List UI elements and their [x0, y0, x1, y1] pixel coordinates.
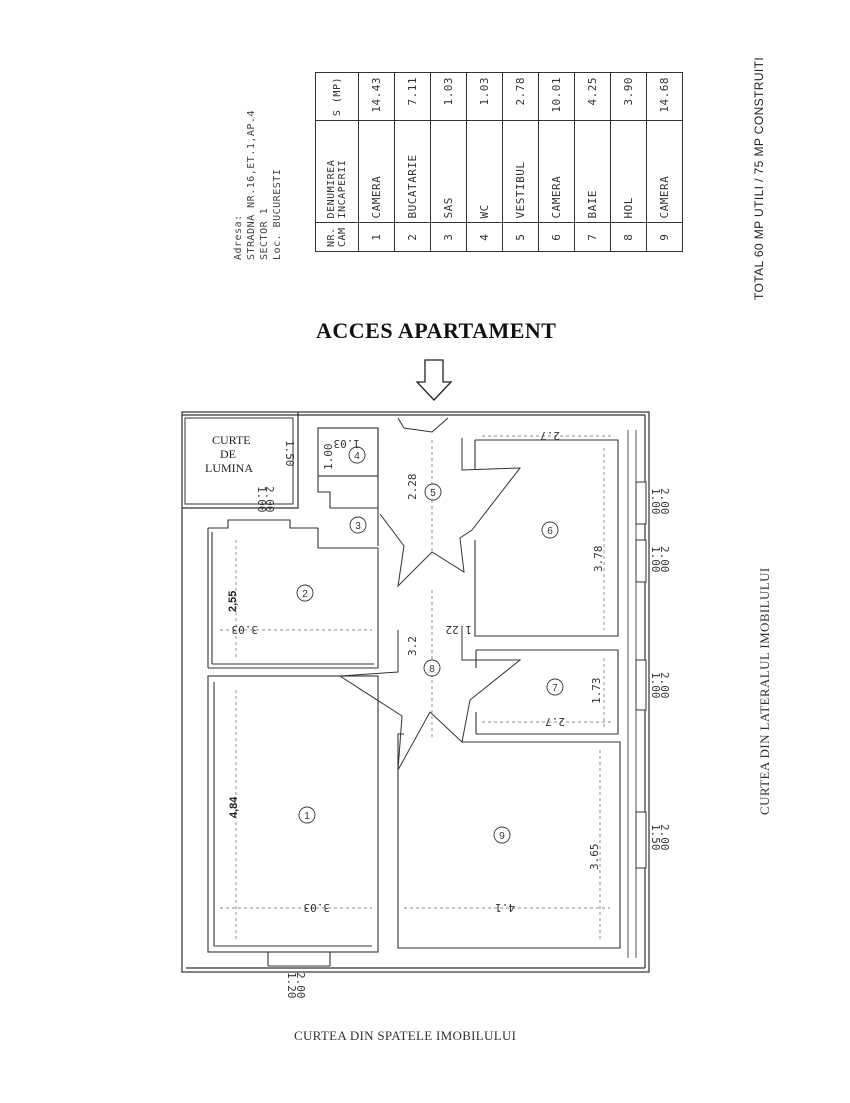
dimension-label: 2.28	[406, 474, 419, 501]
light-court-line: LUMINA	[205, 461, 253, 475]
dimension-label: 4.1	[495, 901, 515, 914]
dimension-label: 2.00	[263, 486, 276, 513]
right-wall	[627, 430, 637, 958]
room-number: 3	[355, 521, 361, 532]
dimension-label: 1.73	[590, 678, 603, 705]
dimension-label: 2.00	[658, 672, 671, 699]
light-court-line: CURTE	[212, 433, 251, 447]
room-2-walls	[207, 519, 379, 669]
room-number: 5	[430, 488, 436, 499]
hallway-outline	[338, 417, 522, 771]
back-courtyard-label: CURTEA DIN SPATELE IMOBILULUI	[294, 1028, 517, 1043]
room-6-walls	[474, 439, 619, 637]
dimension-label: 1.50	[283, 440, 296, 467]
room-number: 6	[547, 526, 553, 537]
room-1-walls	[207, 675, 379, 967]
light-court	[184, 417, 294, 505]
dimension-label: 3.03	[232, 623, 259, 636]
room-7-walls	[475, 649, 619, 735]
right-windows	[635, 481, 647, 869]
access-title: ACCES APARTAMENT	[316, 318, 557, 343]
room-4-walls	[317, 427, 379, 546]
dimension-label: 1.00	[255, 486, 268, 513]
side-courtyard-label: CURTEA DIN LATERALUL IMOBILULUI	[757, 567, 772, 815]
room-number: 8	[429, 664, 435, 675]
dimension-label: 1.00	[649, 488, 662, 515]
dimension-label: 1.00	[322, 444, 335, 471]
dimension-label: 2.00	[658, 824, 671, 851]
dimension-lines	[220, 435, 612, 940]
dimension-label: 1.03	[334, 437, 361, 450]
dimension-label: 4,84	[228, 796, 240, 818]
dimension-label: 2.7	[545, 715, 565, 728]
room-number-markers	[296, 446, 564, 844]
room-number: 2	[302, 589, 308, 600]
dimension-label: 1.50	[649, 824, 662, 851]
dimension-label: 3.78	[592, 546, 605, 573]
room-number: 1	[304, 811, 310, 822]
dimension-label: 2.00	[294, 972, 307, 999]
light-court-line: DE	[220, 447, 236, 461]
room-number: 7	[552, 683, 558, 694]
dimension-label: 3.2	[406, 636, 419, 656]
dimension-label: 3.65	[588, 844, 601, 871]
dimension-label: 2.7	[540, 429, 560, 442]
room-number: 9	[499, 831, 505, 842]
room-9-walls	[397, 733, 621, 949]
room-number: 4	[354, 451, 360, 462]
access-arrow-icon	[415, 359, 453, 401]
dimension-label: 2,55	[227, 591, 239, 612]
dimension-label: 1.00	[649, 672, 662, 699]
dimension-label: 1.00	[649, 546, 662, 573]
dimension-label: 2.00	[658, 546, 671, 573]
dimension-label: 1.20	[285, 972, 298, 999]
dimension-label: 2.00	[658, 488, 671, 515]
dimension-label: 1.22	[446, 623, 473, 636]
dimension-label: 3.03	[304, 901, 331, 914]
